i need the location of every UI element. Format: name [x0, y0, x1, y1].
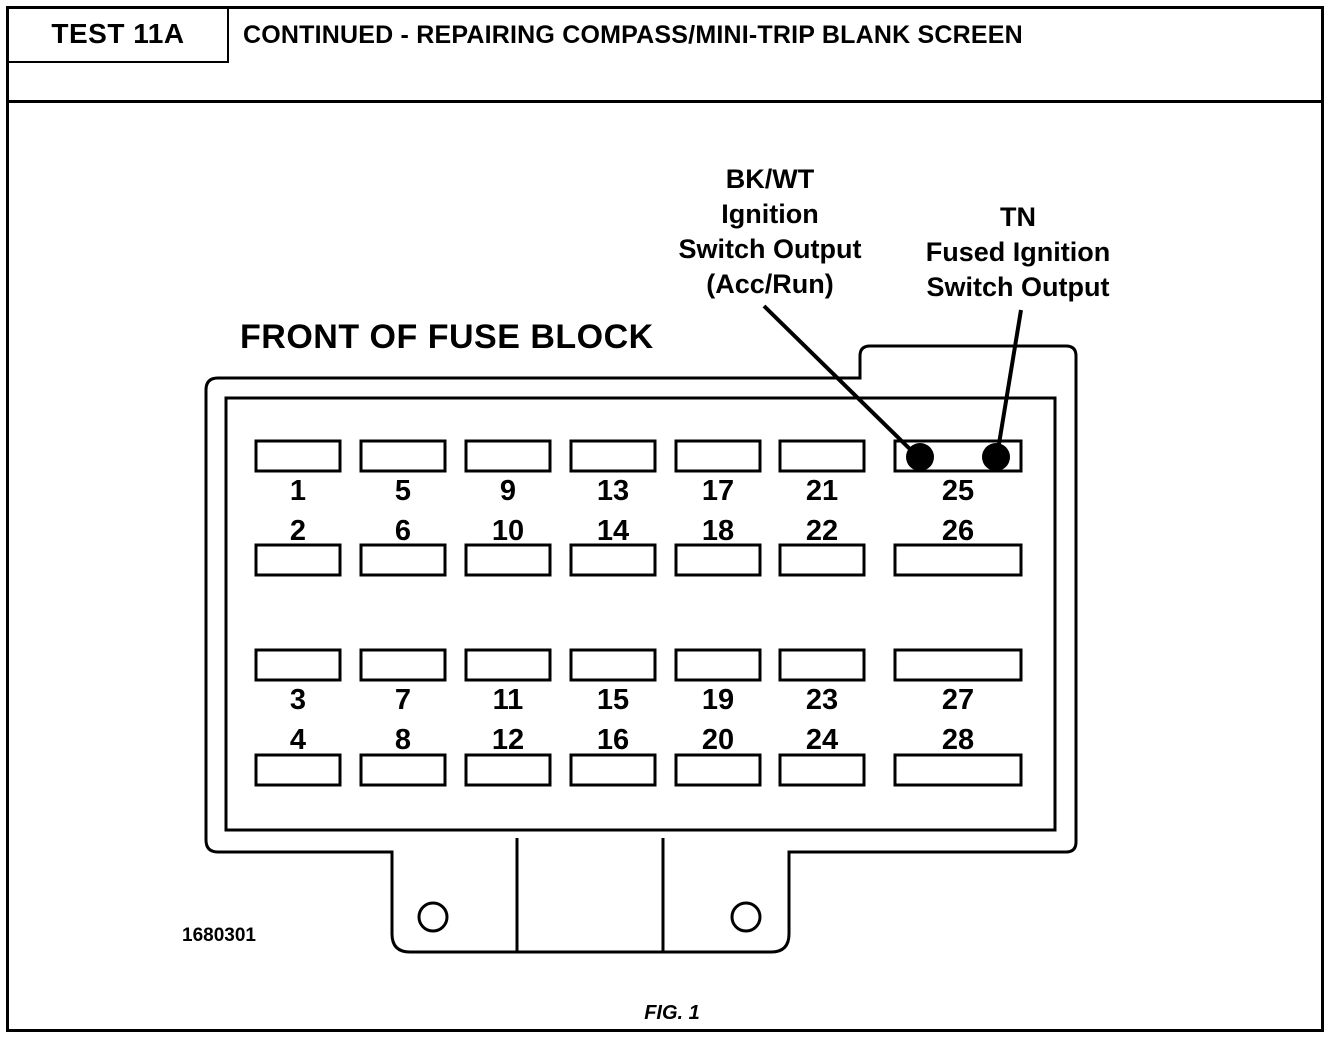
fuse-number: 22 — [806, 515, 838, 547]
fuse-number: 19 — [702, 684, 734, 716]
fuse-number: 12 — [492, 724, 524, 756]
fuse-slot-20 — [674, 753, 762, 787]
fuse-number: 23 — [806, 684, 838, 716]
callout-tn-label: TN Fused Ignition Switch Output — [888, 200, 1148, 305]
fuse-number: 4 — [290, 724, 306, 756]
fuse-slot-4 — [254, 753, 342, 787]
test-point-bkwt — [906, 443, 934, 471]
figure-label: FIG. 1 — [644, 1002, 700, 1024]
fuse-number: 11 — [493, 684, 524, 716]
mounting-hole — [417, 901, 449, 933]
fuse-slot-8 — [359, 753, 447, 787]
callout-bkwt-label: BK/WT Ignition Switch Output (Acc/Run) — [640, 162, 900, 302]
fuse-slot-10 — [464, 543, 552, 577]
fuse-slot-6 — [359, 543, 447, 577]
fuse-slot-26 — [893, 543, 1023, 577]
fuse-slot-22 — [778, 543, 866, 577]
fuse-slot-16 — [569, 753, 657, 787]
fuse-number: 8 — [395, 724, 411, 756]
fuse-number: 27 — [942, 684, 974, 716]
fuse-block-housing — [204, 344, 1078, 954]
fuse-number: 1 — [290, 475, 306, 507]
callout-line: Ignition — [721, 199, 819, 229]
fuse-number: 20 — [702, 724, 734, 756]
callout-line: (Acc/Run) — [706, 269, 834, 299]
fuse-number: 2 — [290, 515, 306, 547]
fuse-number: 15 — [597, 684, 629, 716]
fuse-number: 14 — [597, 515, 629, 547]
fuse-number: 10 — [492, 515, 524, 547]
fuse-number: 18 — [702, 515, 734, 547]
callout-line: Fused Ignition — [925, 237, 1111, 267]
fuse-slot-7 — [359, 648, 447, 682]
fuse-number: 3 — [290, 684, 306, 716]
part-number: 1680301 — [182, 925, 256, 946]
mounting-hole — [730, 901, 762, 933]
fuse-panel — [224, 396, 1057, 832]
fuse-slot-12 — [464, 753, 552, 787]
fuse-slot-14 — [569, 543, 657, 577]
callout-line: Switch Output — [926, 272, 1110, 302]
fuse-number: 21 — [806, 475, 838, 507]
test-id-box: TEST 11A — [9, 9, 229, 63]
fuse-slot-28 — [893, 753, 1023, 787]
fuse-number: 9 — [500, 475, 516, 507]
fuse-number: 7 — [395, 684, 411, 716]
header-bar: TEST 11A CONTINUED - REPAIRING COMPASS/M… — [9, 9, 1321, 103]
fuse-slot-24 — [778, 753, 866, 787]
fuse-slot-18 — [674, 543, 762, 577]
fuse-slot-2 — [254, 543, 342, 577]
diagram-title: FRONT OF FUSE BLOCK — [240, 318, 654, 356]
fuse-number: 28 — [942, 724, 974, 756]
fuse-slot-3 — [254, 648, 342, 682]
callout-line: BK/WT — [725, 164, 815, 194]
fuse-slot-25 — [893, 439, 1023, 473]
callout-leader-tn — [995, 309, 1023, 457]
fuse-slot-17 — [674, 439, 762, 473]
fuse-slot-27 — [893, 648, 1023, 682]
fuse-slot-1 — [254, 439, 342, 473]
fuse-slot-9 — [464, 439, 552, 473]
test-id: TEST 11A — [51, 18, 185, 49]
fuse-number: 26 — [942, 515, 974, 547]
page-frame: TEST 11A CONTINUED - REPAIRING COMPASS/M… — [6, 6, 1324, 1032]
fuse-number: 6 — [395, 515, 411, 547]
callout-line: Switch Output — [678, 234, 862, 264]
fuse-number: 24 — [806, 724, 838, 756]
fuse-number: 25 — [942, 475, 974, 507]
fuse-slot-11 — [464, 648, 552, 682]
callout-line: TN — [1000, 202, 1036, 232]
fuse-number: 17 — [702, 475, 734, 507]
test-point-tn — [982, 443, 1010, 471]
fuse-slot-19 — [674, 648, 762, 682]
fuse-number: 5 — [395, 475, 411, 507]
header-title: CONTINUED - REPAIRING COMPASS/MINI-TRIP … — [243, 21, 1023, 49]
fuse-number: 13 — [597, 475, 629, 507]
fuse-slot-23 — [778, 648, 866, 682]
callout-leader-bkwt — [762, 304, 919, 458]
fuse-slot-13 — [569, 439, 657, 473]
fuse-number: 16 — [597, 724, 629, 756]
fuse-slot-15 — [569, 648, 657, 682]
fuse-slot-21 — [778, 439, 866, 473]
fuse-slot-5 — [359, 439, 447, 473]
